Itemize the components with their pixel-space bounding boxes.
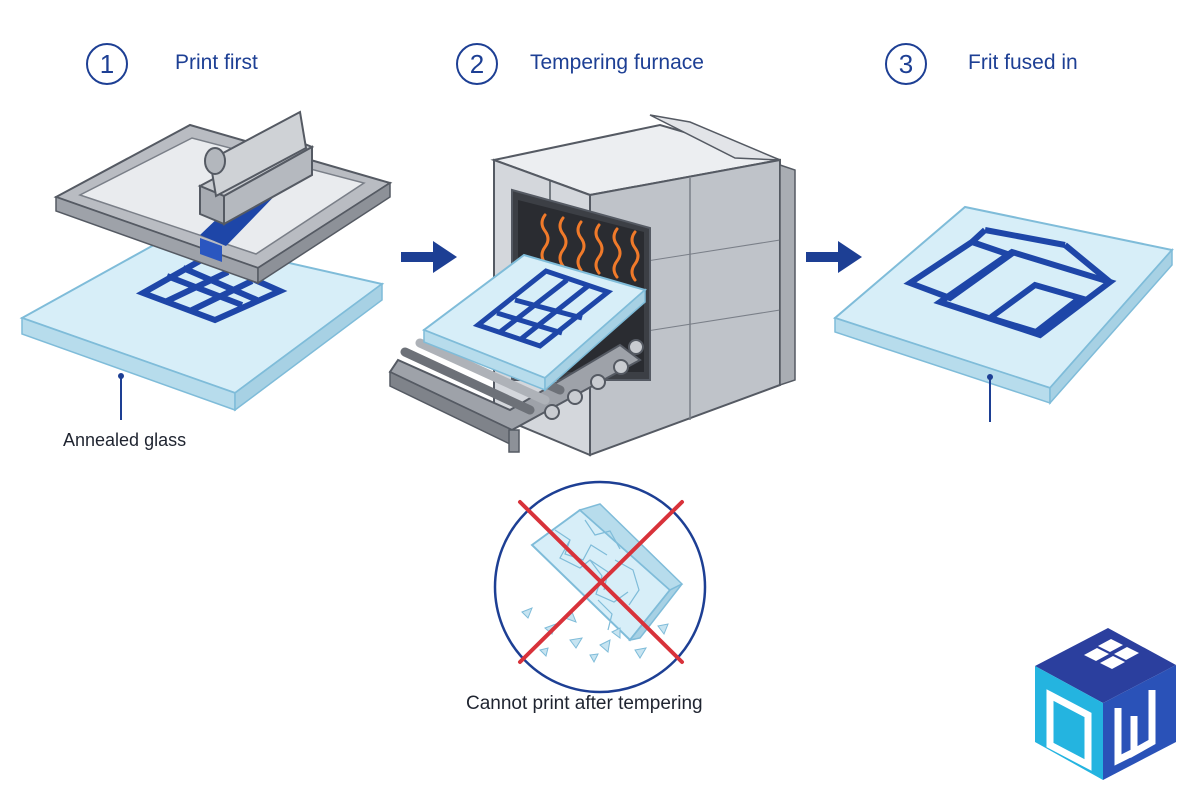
frit-grid-pattern-step-2	[472, 268, 614, 349]
heat-waves-icon	[540, 213, 640, 282]
step-3-label: Frit fused in	[968, 51, 1078, 74]
tempered-glass-pane	[832, 205, 1174, 405]
step-3-number: 3	[885, 43, 927, 85]
fused-frit-pattern	[903, 227, 1117, 339]
annealed-glass-callout	[118, 373, 124, 420]
step-1-number: 1	[86, 43, 128, 85]
step-1-label: Print first	[175, 51, 258, 74]
tempered-glass-callout	[987, 374, 993, 422]
squeegee	[197, 110, 315, 262]
step-2-number: 2	[456, 43, 498, 85]
right-arrow-icon	[806, 241, 862, 273]
right-arrow-icon	[401, 241, 457, 273]
warning-label: Cannot print after tempering	[466, 693, 703, 714]
annealed-glass-label: Annealed glass	[63, 430, 187, 450]
cube-logo-icon	[1035, 628, 1176, 780]
prohibited-cross-icon	[493, 480, 707, 694]
frit-grid-pattern-step-1	[135, 254, 288, 324]
step-2-label: Tempering furnace	[530, 51, 704, 74]
